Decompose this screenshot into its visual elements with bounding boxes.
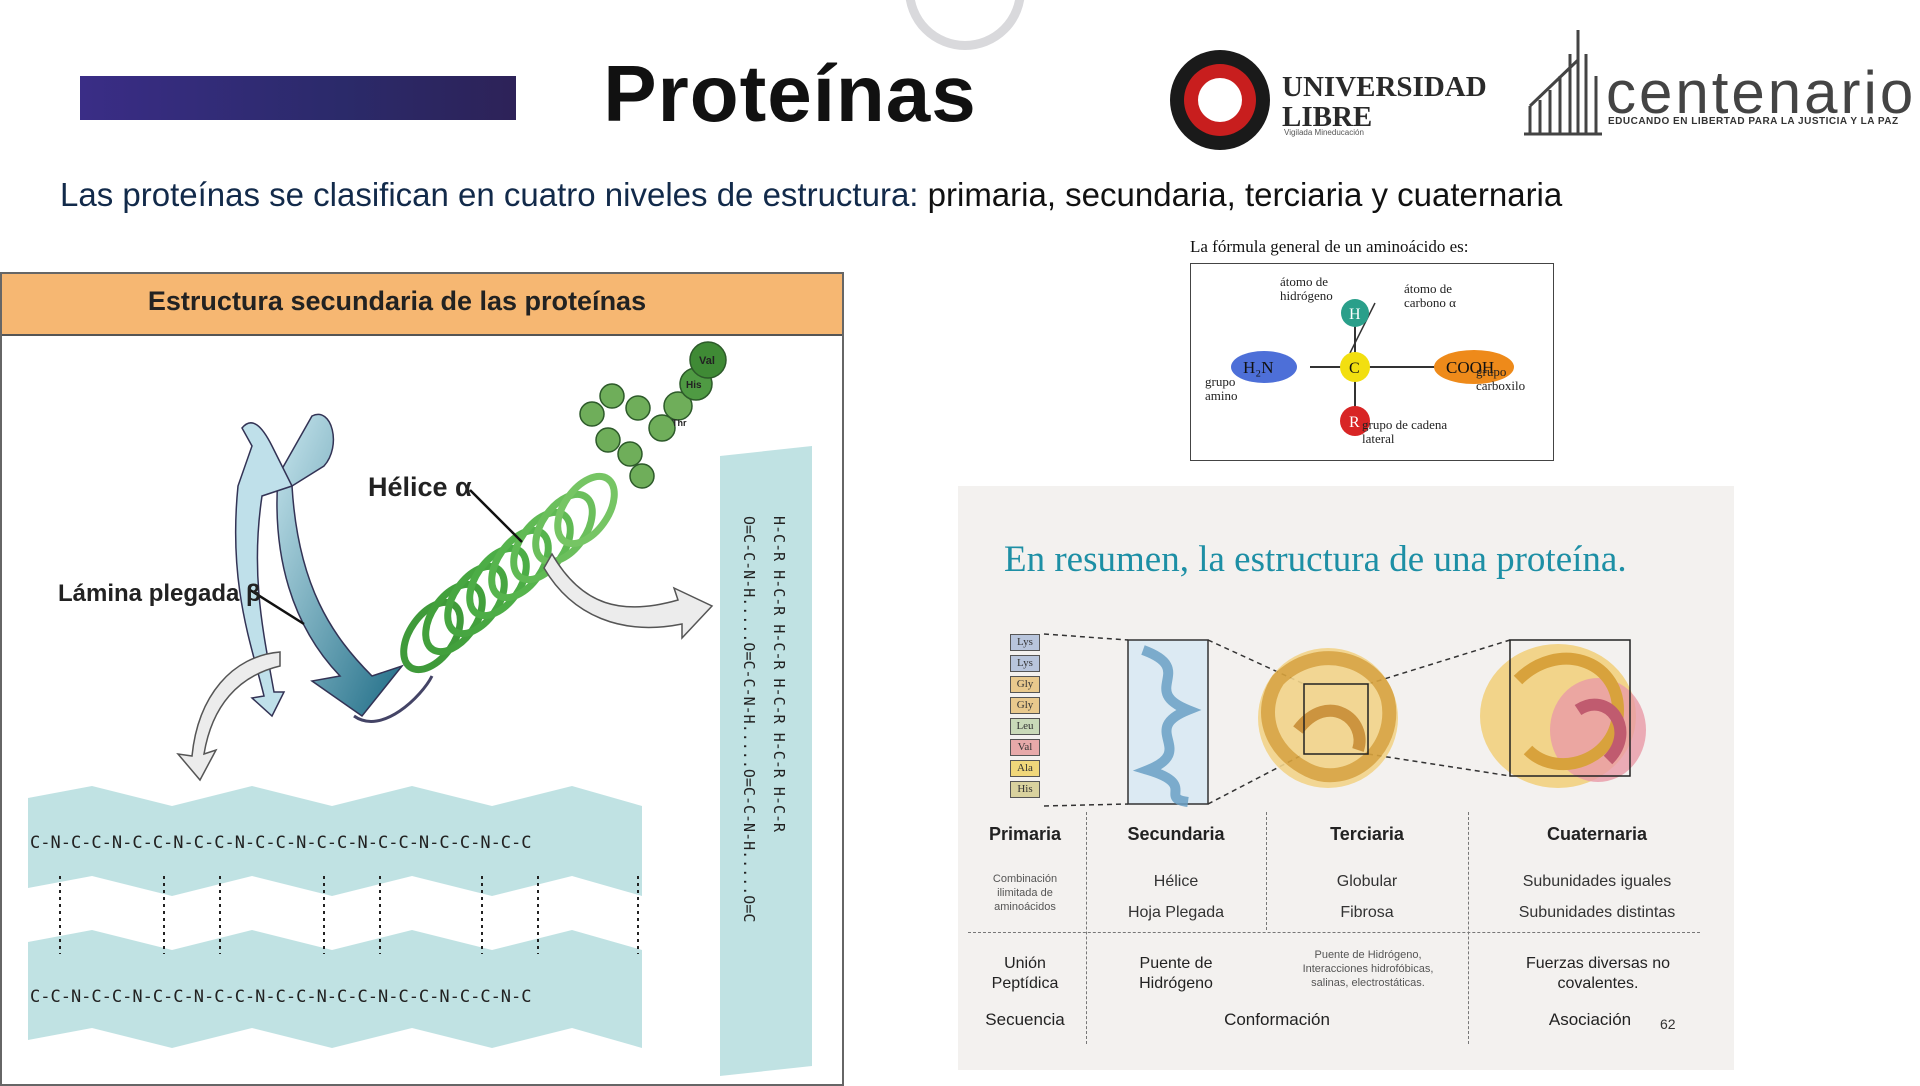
svg-text:O=C-C-N-H.....O=C-C-N-H.....O=: O=C-C-N-H.....O=C-C-N-H.....O=C-C-N-H...…: [740, 516, 758, 922]
c-text: C: [1349, 360, 1360, 377]
universidad-line2: LIBRE: [1282, 101, 1373, 133]
column-divider: [1086, 812, 1087, 1044]
group-conformation: Conformación: [1224, 1010, 1330, 1029]
group-association: Asociación: [1548, 1010, 1632, 1029]
secondary-structure-title: Estructura secundaria de las proteínas: [147, 286, 647, 316]
column-divider: [1266, 812, 1267, 930]
h-label: átomo de hidrógeno: [1280, 274, 1333, 303]
sub-sheet: Hoja Plegada: [1127, 904, 1225, 921]
svg-text:C-N-C-C-N-C-C-N-C-C-N-C-C-N-C-: C-N-C-C-N-C-C-N-C-C-N-C-C-N-C-C-N-C-C-N-…: [30, 833, 532, 853]
svg-text:H-C-R H-C-R H-C-R H-C-R H-: H-C-R H-C-R H-C-R H-C-R H-C-R H-C-R: [770, 516, 788, 833]
universidad-libre-logo: UNIVERSIDAD LIBRE: [1282, 72, 1487, 132]
title-accent-bar: [80, 76, 516, 120]
nh2-text: H₂N: [1243, 358, 1273, 377]
cooh-text: COOH: [1446, 358, 1494, 377]
structure-levels-illustration: [1043, 633, 1646, 807]
sheet-label: Lámina plegada β: [58, 580, 261, 607]
primary-chain: Lys Lys Gly Gly Leu Val Ala His: [1010, 634, 1040, 798]
aa-box: His: [1010, 781, 1040, 798]
aa-box: Gly: [1010, 676, 1040, 693]
amino-acid-diagram: H₂N C H R COOH: [1231, 299, 1514, 436]
decorative-ring: [905, 0, 1025, 50]
aa-box: Leu: [1010, 718, 1040, 735]
formula-caption: La fórmula general de un aminoácido es:: [1190, 237, 1469, 256]
centenario-building-icon: [1524, 30, 1602, 136]
page-number: 62: [1660, 1016, 1676, 1032]
col-quaternary-head: Cuaternaria: [1546, 824, 1648, 844]
universidad-line1: UNIVERSIDAD: [1282, 71, 1487, 103]
force-peptide: Unión Peptídica: [991, 955, 1059, 992]
carbon-atom: [1340, 352, 1370, 382]
sub-fibrous: Fibrosa: [1340, 904, 1394, 921]
summary-title: En resumen, la estructura de una proteín…: [1004, 539, 1627, 580]
quaternary-zoom-box: [1509, 639, 1631, 777]
row-divider: [968, 932, 1700, 933]
hydrogen-atom: [1341, 299, 1369, 327]
centenario-motto: EDUCANDO EN LIBERTAD PARA LA JUSTICIA Y …: [1608, 116, 1899, 127]
col-tertiary-head: Terciaria: [1330, 824, 1404, 844]
alpha-helix-chemistry: O=C-C-N-H.....O=C-C-N-H.....O=C-C-N-H...…: [720, 446, 812, 1076]
svg-text:C-C-N-C-C-N-C-C-N-C-C-N-C-C-N-: C-C-N-C-C-N-C-C-N-C-C-N-C-C-N-C-C-N-C-C-…: [30, 987, 532, 1007]
col-secondary-head: Secundaria: [1127, 824, 1225, 844]
beta-sheet-ribbon: [234, 413, 434, 723]
subtitle-part1: Las proteínas se clasifican en cuatro ni…: [60, 176, 919, 213]
secondary-helix-icon: [1132, 645, 1202, 807]
subtitle-part2: primaria, secundaria, terciaria y cuater…: [927, 176, 1563, 213]
force-noncovalent: Fuerzas diversas no covalentes.: [1525, 955, 1671, 992]
tertiary-fold-icon: [1258, 648, 1398, 788]
quaternary-fold-icon: [1480, 644, 1646, 788]
residue-thr: Thr: [672, 418, 687, 428]
aa-box: Ala: [1010, 760, 1040, 777]
column-divider: [1468, 812, 1469, 1044]
r-text: R: [1349, 414, 1360, 431]
col-tertiary-sub: Globular Fibrosa: [1270, 866, 1464, 928]
force-hbond: Puente de Hidrógeno: [1139, 955, 1213, 992]
c-label: átomo de carbono α: [1404, 281, 1456, 310]
alpha-helix: [400, 472, 618, 674]
cooh-group: [1434, 350, 1514, 384]
side-chain-label: grupo de cadena lateral: [1362, 417, 1448, 446]
carboxyl-label: grupo carboxilo: [1476, 364, 1526, 393]
sub-equal: Subunidades iguales: [1522, 873, 1672, 890]
sheet-pointer: [249, 588, 305, 626]
h-text: H: [1349, 306, 1361, 323]
amino-label: grupo amino: [1205, 374, 1238, 403]
helix-pointer: [469, 489, 523, 543]
nh2-group: [1231, 351, 1297, 383]
helix-beads: [579, 341, 727, 489]
residue-val: Val: [699, 355, 715, 367]
aa-box: Lys: [1010, 655, 1040, 672]
slide-subtitle: Las proteínas se clasifican en cuatro ni…: [60, 176, 1562, 214]
arrow-to-sheet-icon: [176, 651, 281, 782]
force-tertiary: Puente de Hidrógeno, Interacciones hidro…: [1302, 949, 1434, 989]
arrow-to-helix-detail-icon: [543, 552, 714, 640]
universidad-motto: Vigilada Mineducación: [1284, 128, 1364, 137]
residue-his: His: [686, 380, 702, 391]
aa-box: Gly: [1010, 697, 1040, 714]
beta-sheet-chemistry: C-N-C-C-N-C-C-N-C-C-N-C-C-N-C-C-N-C-C-N-…: [28, 786, 642, 1048]
secondary-structure-header: [2, 274, 842, 336]
col-quaternary-sub: Subunidades iguales Subunidades distinta…: [1472, 866, 1722, 928]
helix-label: Hélice α: [368, 472, 472, 502]
col-primary-sub: Combinación ilimitada de aminoácidos: [992, 873, 1058, 913]
tertiary-zoom-box: [1303, 683, 1369, 755]
group-sequence: Secuencia: [985, 1010, 1065, 1029]
centenario-logo-text: centenario: [1606, 59, 1917, 126]
secondary-structure-illustration: Thr His Val C-N-C-C-N-C-C-N-C-C-N-C-C-N-…: [28, 341, 812, 1076]
col-secondary-sub: Hélice Hoja Plegada: [1090, 866, 1262, 928]
aa-box: Lys: [1010, 634, 1040, 651]
sub-helix: Hélice: [1153, 873, 1199, 890]
universidad-libre-seal-icon: [1170, 50, 1270, 150]
r-group: [1340, 406, 1370, 436]
amino-acid-formula-box: [1190, 263, 1554, 461]
sub-globular: Globular: [1336, 873, 1398, 890]
slide-title: Proteínas: [603, 49, 977, 138]
col-primary-head: Primaria: [988, 824, 1062, 844]
aa-box: Val: [1010, 739, 1040, 756]
sub-distinct: Subunidades distintas: [1518, 904, 1676, 921]
